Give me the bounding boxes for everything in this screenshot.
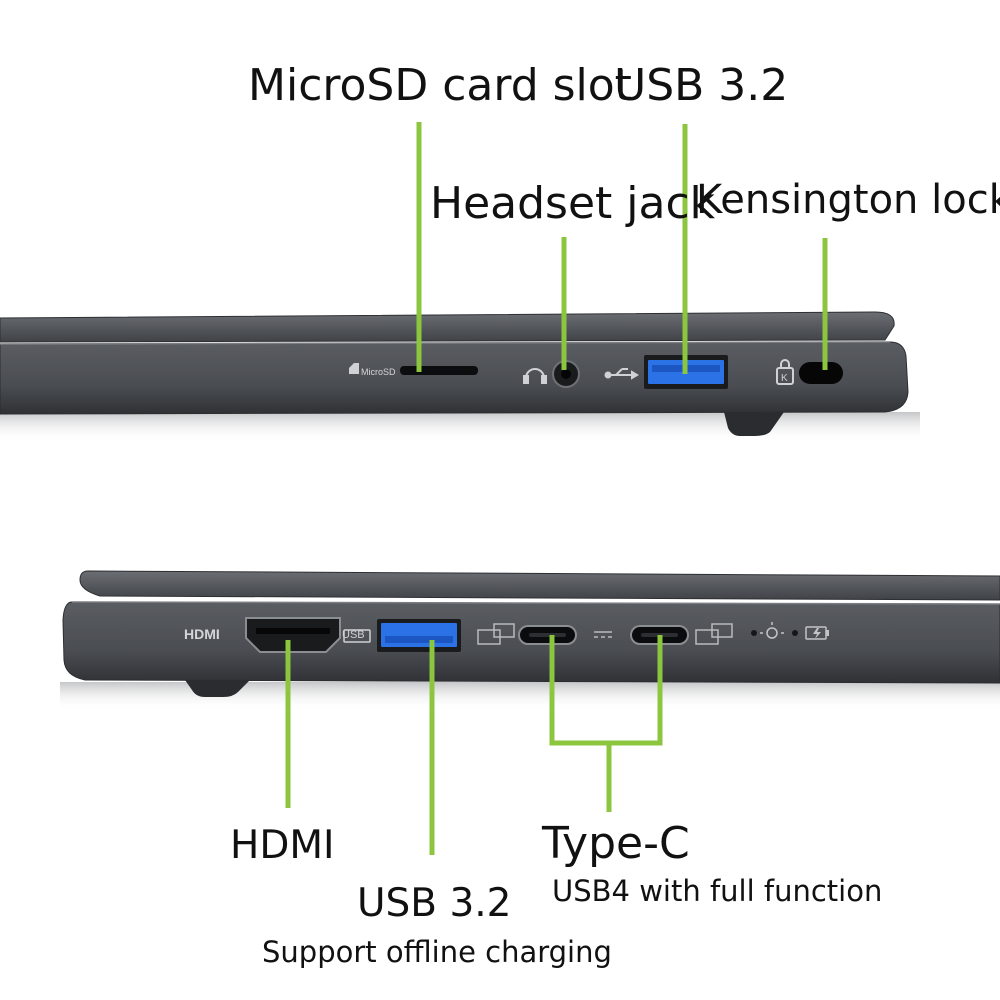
display-icon xyxy=(477,623,733,645)
headset-icon xyxy=(523,368,547,384)
left-callout-lines xyxy=(285,635,663,855)
battery-charge-icon xyxy=(805,626,829,640)
hdmi-port xyxy=(245,617,341,653)
microsd-icon xyxy=(349,363,359,374)
label-usb4-full-function: USB4 with full function xyxy=(552,874,883,908)
label-usb-3-2-right: USB 3.2 xyxy=(614,60,789,111)
label-microsd-card-slot: MicroSD card slot xyxy=(248,60,632,111)
label-kensington-lock: Kensington lock xyxy=(696,177,1000,223)
label-usb-3-2-left: USB 3.2 xyxy=(357,881,512,926)
label-type-c: Type-C xyxy=(542,818,690,869)
microsd-port-mark: MicroSD xyxy=(361,367,396,377)
usb-symbol-icon xyxy=(604,368,639,380)
right-callout-lines xyxy=(416,122,828,374)
laptop-left-side: HDMI USB xyxy=(60,570,1000,710)
power-led-icon xyxy=(751,622,798,639)
svg-text:K: K xyxy=(781,373,788,384)
usb-charge-icon: USB xyxy=(342,629,371,643)
laptop-right-side: MicroSD K xyxy=(0,311,920,442)
lock-icon: K xyxy=(776,359,794,385)
label-hdmi: HDMI xyxy=(230,823,335,868)
dc-icon xyxy=(594,631,612,638)
microsd-slot xyxy=(400,366,478,375)
kensington-slot xyxy=(799,362,843,384)
label-support-offline-charging: Support offline charging xyxy=(262,935,612,969)
svg-text:USB: USB xyxy=(342,629,365,641)
hdmi-port-mark: HDMI xyxy=(184,626,220,642)
usb-a-port-left xyxy=(377,619,461,652)
label-headset-jack: Headset jack xyxy=(430,178,716,229)
